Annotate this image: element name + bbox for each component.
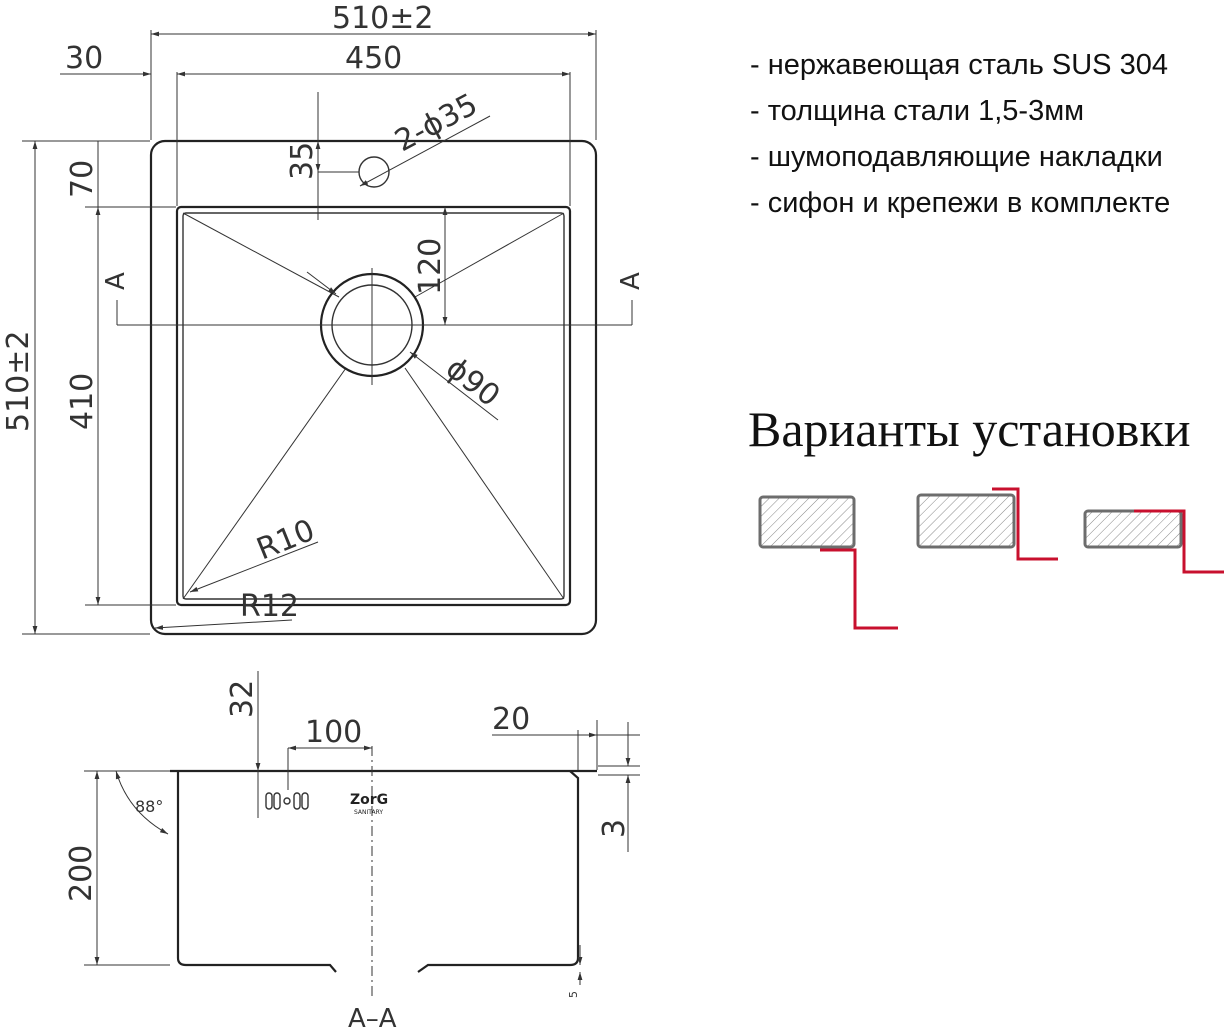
sink-outline-outer (149, 139, 598, 636)
dim-rim-width: 20 (492, 702, 530, 737)
spec-item: - нержавеющая сталь SUS 304 (750, 49, 1168, 81)
dim-depth: 200 (64, 845, 99, 902)
sink-profile-flush (992, 487, 1058, 561)
sink-profile-topmount (1134, 509, 1224, 574)
sink-bowl-outer (175, 205, 572, 607)
section-label: A–A (348, 1004, 397, 1031)
dim-width-total: 510±2 (332, 1, 433, 36)
dim-tap-offset: 35 (285, 142, 320, 180)
spec-item: - сифон и крепежи в комплекте (750, 187, 1171, 219)
tap-hole (358, 156, 390, 188)
dim-drain-diameter: ϕ90 (439, 351, 506, 414)
dim-drain-offset: 120 (413, 238, 448, 295)
section-view (84, 671, 640, 1000)
section-mark-right: A (616, 272, 646, 290)
dim-radius-outer: R12 (240, 589, 299, 624)
install-variant-undermount (758, 495, 898, 630)
brand-logo-sub: SANITARY (354, 809, 383, 816)
countertop-slab-2 (916, 493, 1016, 549)
dim-height-total: 510±2 (1, 331, 36, 432)
section-mark-left: A (101, 272, 131, 290)
dim-rim-thickness: 3 (597, 819, 632, 838)
dim-wall-angle: 88° (135, 797, 163, 816)
install-variant-flush (916, 487, 1058, 561)
install-variant-topmount (1083, 509, 1224, 574)
dim-tap-holes: 2-ϕ35 (389, 87, 483, 159)
dim-overflow-width: 100 (305, 715, 362, 750)
dim-radius-inner: R10 (252, 513, 320, 568)
dim-offset-side: 30 (65, 41, 103, 76)
countertop-slab-3 (1083, 509, 1183, 549)
sink-profile-undermount (820, 548, 898, 630)
install-variants-title: Варианты установки (748, 401, 1191, 457)
dim-overflow-offset: 32 (225, 680, 260, 718)
top-view (22, 30, 633, 636)
spec-item: - шумоподавляющие накладки (750, 141, 1163, 173)
dim-width-inner: 450 (345, 41, 402, 76)
sink-bowl-inner (182, 212, 565, 600)
spec-list: - нержавеющая сталь SUS 304 - толщина ст… (750, 42, 1170, 226)
dim-bottom-step: 5 (567, 991, 580, 998)
dim-height-inner: 410 (65, 373, 100, 430)
countertop-slab-1 (758, 495, 856, 549)
spec-item: - толщина стали 1,5-3мм (750, 95, 1085, 127)
dim-offset-top: 70 (65, 160, 100, 198)
brand-logo: ZorG (350, 792, 388, 808)
